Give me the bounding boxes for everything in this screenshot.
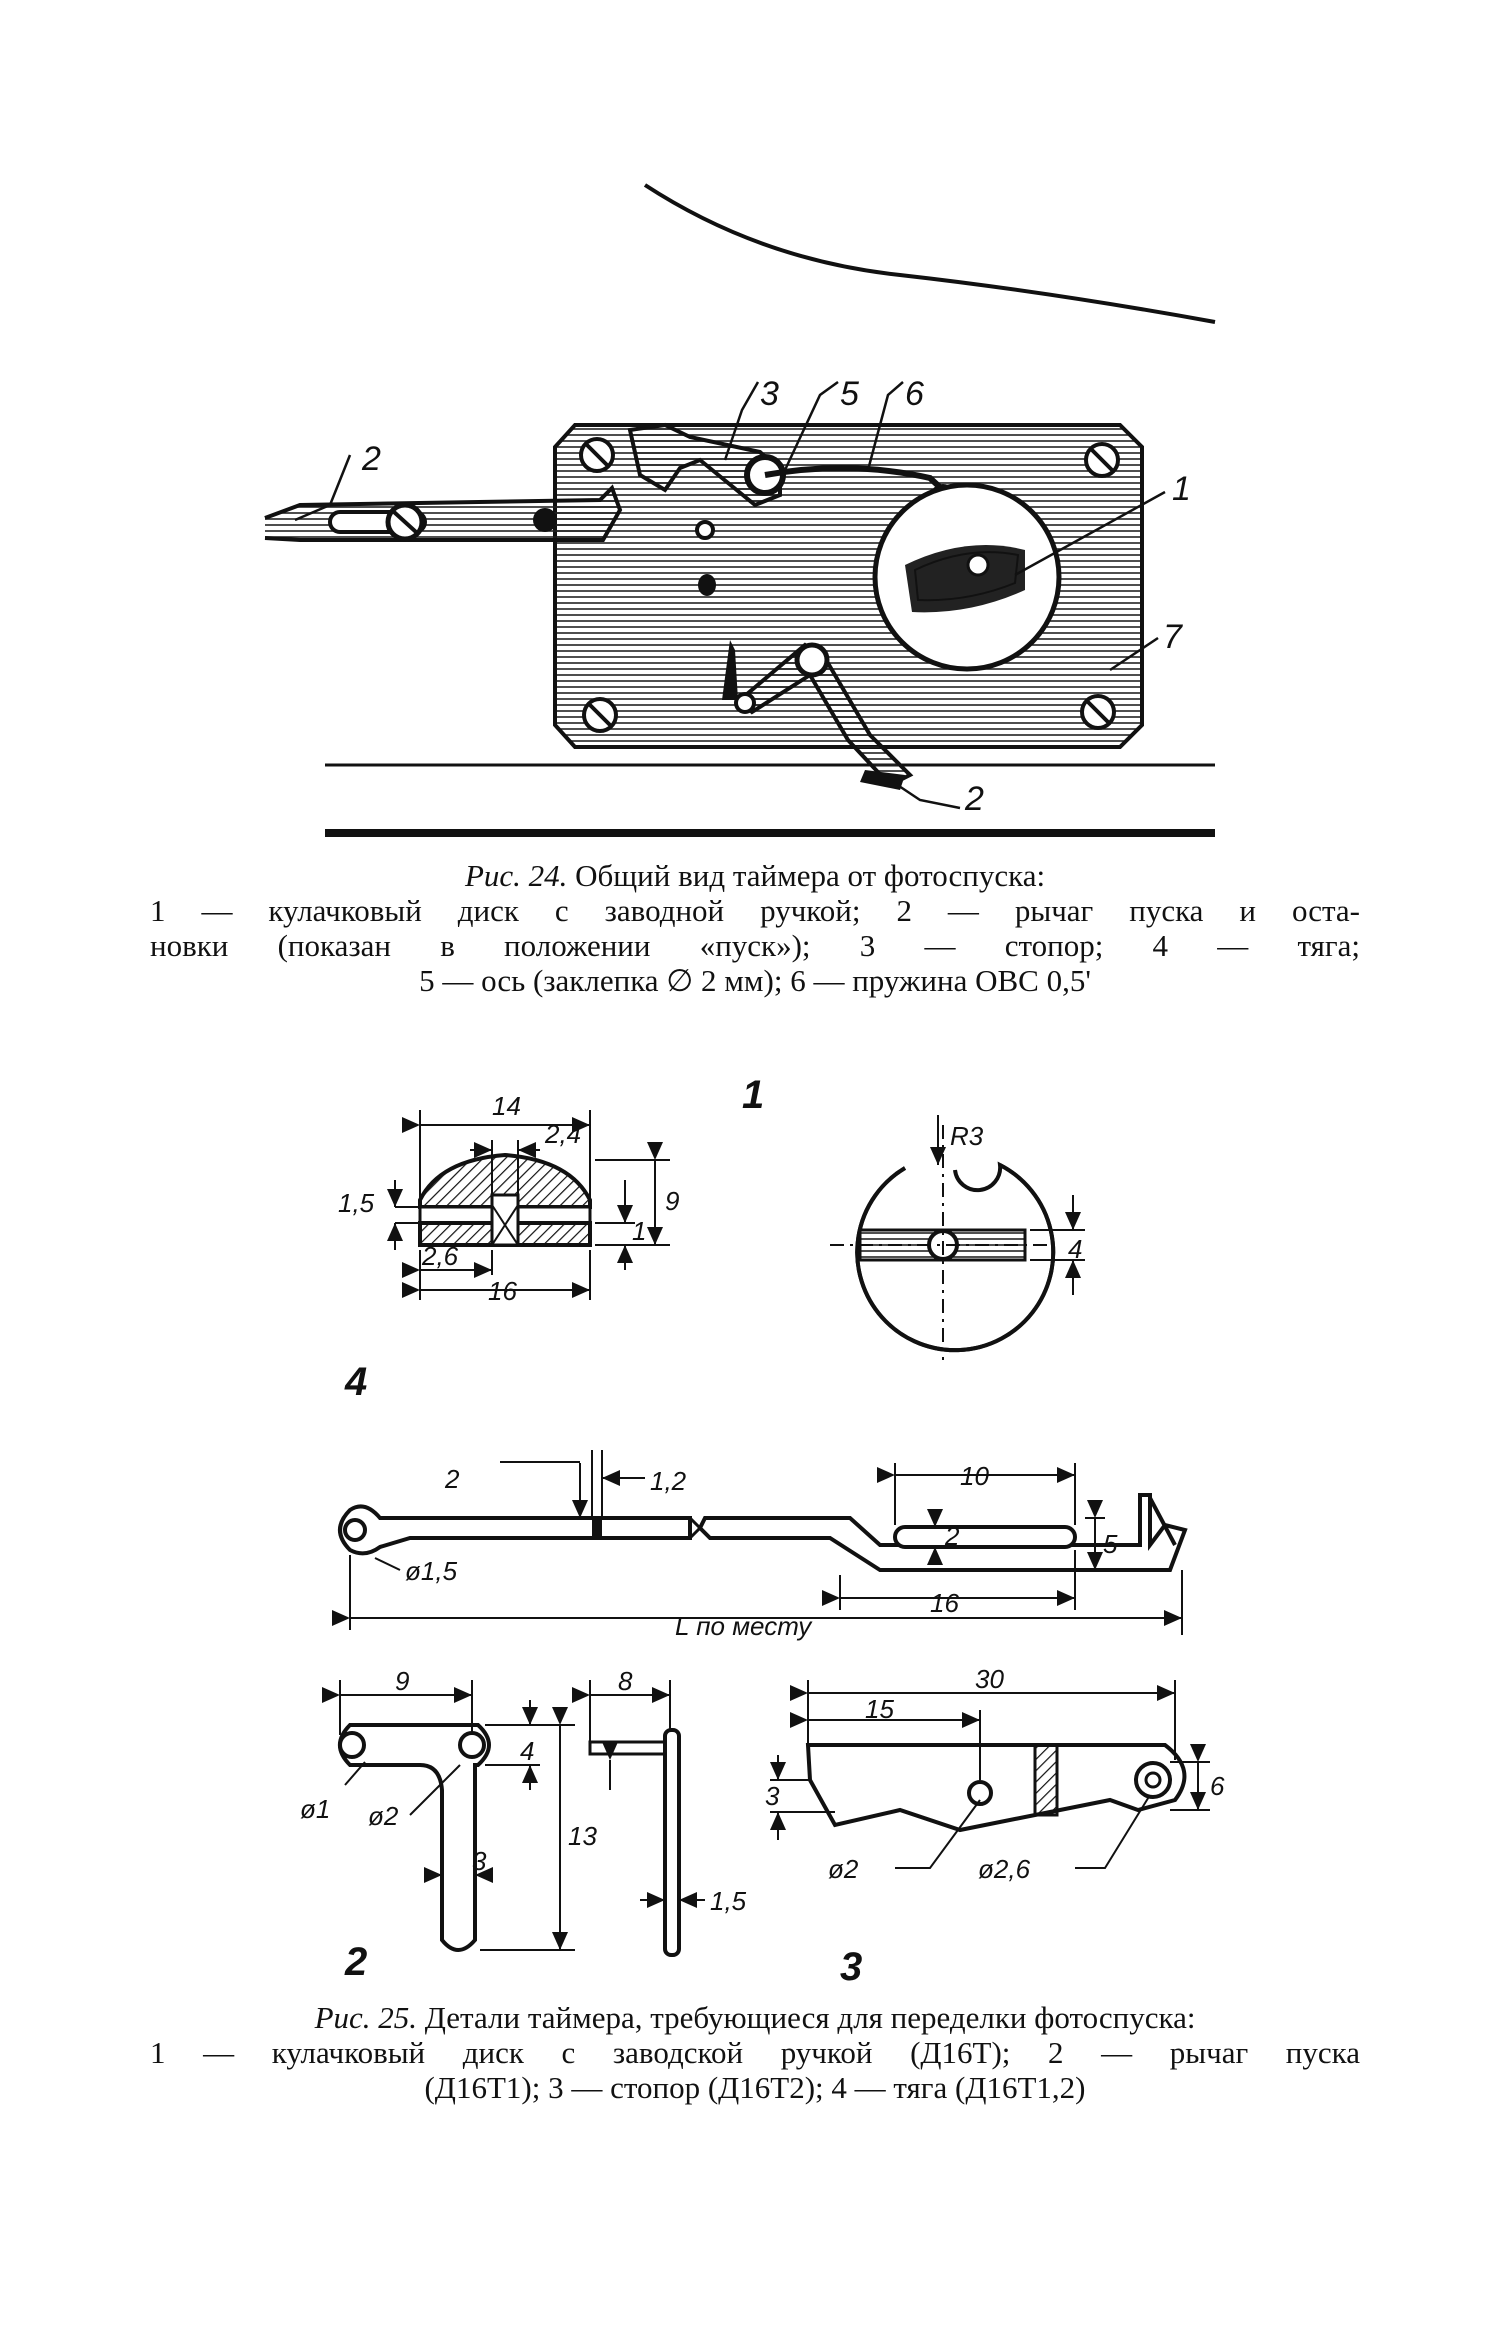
p4-dim-1-2: 1,2 — [650, 1466, 687, 1496]
p2-dim-13: 13 — [568, 1821, 597, 1851]
fig24-label-1: 1 — [1172, 470, 1191, 508]
p1-dim-2-4: 2,4 — [544, 1119, 581, 1149]
part4-rod: 2 1,2 ø1,5 10 2 5 16 L по месту — [332, 1450, 1188, 1641]
fig25-caption-line2: (Д16Т1); 3 — стопор (Д16Т2); 4 — тяга (Д… — [424, 2070, 1086, 2105]
p2-dim-1-5: 1,5 — [710, 1886, 747, 1916]
fig24-caption-title-text: Общий вид таймера от фотоспуска: — [575, 858, 1046, 893]
p3-dim-d2: ø2 — [828, 1854, 859, 1884]
p3-dim-30: 30 — [975, 1664, 1004, 1694]
fig25-caption-line1: 1 — кулачковый диск с заводской ручкой (… — [150, 2035, 1360, 2070]
p2-dim-d1: ø1 — [300, 1794, 330, 1824]
part2-side-view: 8 1,5 — [572, 1666, 747, 1957]
fig25-caption: Рис. 25. Детали таймера, требующиеся для… — [150, 2000, 1360, 2105]
fig24-caption-line1: 1 — кулачковый диск с заводной ручкой; 2… — [150, 893, 1360, 928]
p1-dim-1-5: 1,5 — [338, 1188, 375, 1218]
cam-disk — [872, 482, 1062, 672]
p4-dim-5: 5 — [1103, 1529, 1118, 1559]
p2-dim-9: 9 — [395, 1666, 409, 1696]
pull-rod — [264, 484, 623, 542]
part2-lever: 9 4 ø1 ø2 3 13 — [300, 1666, 597, 1952]
part-number-4: 4 — [344, 1360, 367, 1404]
fig24-label-2: 2 — [964, 780, 984, 818]
p2-dim-3: 3 — [472, 1846, 487, 1876]
fig25-caption-title: Рис. 25. Детали таймера, требующиеся для… — [150, 2000, 1360, 2035]
fig24-label-3: 3 — [760, 375, 779, 413]
p3-dim-15: 15 — [865, 1694, 894, 1724]
p3-dim-d2-6: ø2,6 — [978, 1854, 1031, 1884]
fig24-label-6: 6 — [905, 375, 924, 413]
p2-dim-4: 4 — [520, 1736, 534, 1766]
spring — [764, 465, 948, 495]
fig24-label-7: 7 — [1163, 618, 1183, 656]
plate-screws — [579, 437, 1120, 733]
p1-dim-14: 14 — [492, 1091, 521, 1121]
fig24-label-4: 2 — [361, 440, 381, 478]
fig24-label-5: 5 — [840, 375, 859, 413]
p4-dim-16: 16 — [930, 1588, 959, 1618]
part3-stopper: 30 15 3 6 ø2 ø2,6 — [765, 1664, 1225, 1884]
start-lever — [722, 640, 914, 790]
part-number-2: 2 — [344, 1940, 367, 1984]
p4-dim-L: L по месту — [675, 1611, 813, 1641]
p2-dim-d2: ø2 — [368, 1801, 399, 1831]
p1-dim-9: 9 — [665, 1186, 679, 1216]
p4-dim-2: 2 — [444, 1464, 460, 1494]
leader-lines — [294, 380, 1166, 810]
p4-dim-d1-5: ø1,5 — [405, 1556, 458, 1586]
p1-dim-1: 1 — [632, 1216, 646, 1246]
fig24-assembly: 2 3 5 6 1 7 2 — [264, 183, 1216, 837]
small-pin — [695, 520, 715, 540]
p3-dim-6: 6 — [1210, 1771, 1225, 1801]
fig24-caption-line3: 5 — ось (заклепка ∅ 2 мм); 6 — пружина О… — [419, 963, 1091, 998]
part1-top-view: R3 4 — [830, 1115, 1085, 1360]
part-number-3: 3 — [840, 1945, 862, 1989]
casing-curve — [643, 183, 1216, 324]
p1-dim-2-6: 2,6 — [421, 1241, 459, 1271]
p3-dim-3: 3 — [765, 1781, 780, 1811]
part1-section: 14 2,4 1,5 9 1 2,6 16 — [338, 1091, 679, 1306]
fig25-caption-title-text: Детали таймера, требующиеся для переделк… — [424, 2000, 1196, 2035]
p2-dim-8: 8 — [618, 1666, 633, 1696]
p1-dim-16: 16 — [488, 1276, 517, 1306]
part-number-1: 1 — [742, 1073, 764, 1117]
hole — [698, 574, 716, 596]
fig24-caption: Рис. 24. Общий вид таймера от фотоспуска… — [150, 858, 1360, 998]
fig24-caption-title: Рис. 24. Общий вид таймера от фотоспуска… — [150, 858, 1360, 893]
fig25-caption-prefix: Рис. 25. — [314, 2000, 418, 2035]
p1-dim-R3: R3 — [950, 1121, 984, 1151]
fig24-caption-line2: новки (показан в положении «пуск»); 3 — … — [150, 928, 1360, 963]
fig24-caption-prefix: Рис. 24. — [464, 858, 568, 893]
p4-dim-2b: 2 — [944, 1521, 960, 1551]
p1-dim-4: 4 — [1068, 1234, 1082, 1264]
stopper — [627, 422, 782, 508]
p4-dim-10: 10 — [960, 1461, 989, 1491]
